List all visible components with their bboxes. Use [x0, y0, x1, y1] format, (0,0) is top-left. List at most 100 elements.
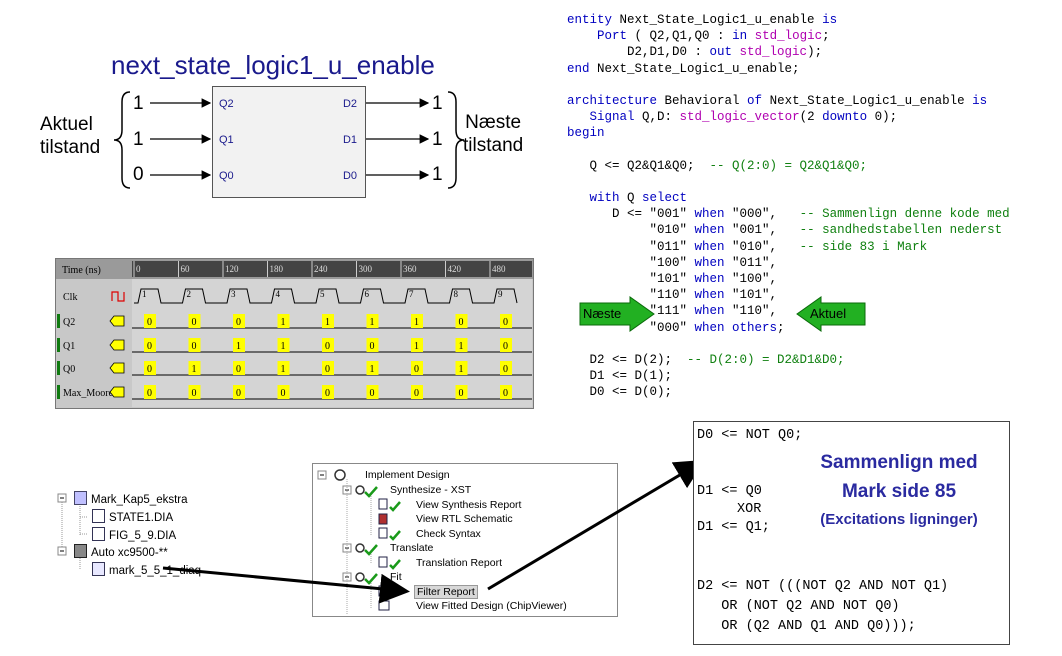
value-port-icon	[109, 315, 125, 327]
code-token: begin	[567, 126, 605, 141]
code-token: is	[822, 13, 838, 27]
chip-icon	[74, 544, 87, 558]
code-token: D1 <= D(1);	[567, 369, 673, 384]
code-token: "101",	[732, 288, 778, 303]
value-text: 0	[147, 317, 152, 328]
signal-label: Q2	[63, 317, 75, 328]
clock-cycle-number: 9	[498, 289, 503, 299]
value-cell	[322, 361, 334, 375]
current-arrow-label: Aktuel	[810, 306, 847, 321]
value-text: 1	[281, 364, 286, 375]
code-token: "000",	[732, 207, 800, 222]
value-text: 0	[236, 388, 241, 399]
code-token: in	[732, 29, 755, 44]
value-text: 1	[281, 317, 286, 328]
value-cell	[188, 361, 201, 375]
clock-waveform	[134, 288, 518, 304]
value-text: 0	[370, 341, 375, 352]
tree-item-project[interactable]: Mark_Kap5_ekstra	[74, 491, 188, 506]
right-brace-icon	[447, 91, 465, 189]
code-line: D1 <= D(1);	[567, 368, 1057, 384]
process-view-synthesis-report[interactable]: View Synthesis Report	[416, 499, 522, 511]
time-label: Time (ns)	[62, 265, 101, 276]
input-bit-q2: 1	[133, 93, 144, 114]
code-line: "011" when "010", -- side 83 i Mark	[567, 239, 1057, 255]
process-view-fitted-design[interactable]: View Fitted Design (ChipViewer)	[416, 600, 567, 612]
port-d2: D2	[342, 98, 357, 110]
value-text: 0	[459, 317, 464, 328]
code-line: architecture Behavioral of Next_State_Lo…	[567, 93, 1057, 109]
value-text: 0	[236, 364, 241, 375]
input-bit-q0: 0	[133, 164, 144, 185]
value-cell	[233, 385, 245, 399]
value-cell	[277, 385, 290, 399]
process-translation-report[interactable]: Translation Report	[416, 557, 502, 569]
value-text: 0	[281, 388, 286, 399]
code-line: "100" when "011",	[567, 255, 1057, 271]
clock-cycle-number: 7	[409, 289, 414, 299]
value-text: 1	[325, 317, 330, 328]
equations-box: D0 <= NOT Q0; D1 <= Q0 XOR D1 <= Q1; D2 …	[693, 421, 1010, 645]
signal-marker	[57, 314, 60, 328]
value-cell	[277, 361, 290, 375]
value-text: 0	[503, 388, 508, 399]
tree-item-state1[interactable]: STATE1.DIA	[92, 509, 173, 524]
next-arrow-label: Næste	[583, 306, 622, 321]
port-q0: Q0	[219, 170, 234, 182]
value-text: 1	[236, 341, 241, 352]
clock-cycle-number: 6	[365, 289, 370, 299]
code-token: -- Q(2:0) = Q2&Q1&Q0;	[709, 158, 868, 173]
value-port-icon	[109, 386, 125, 398]
time-tick-label: 240	[314, 264, 328, 274]
code-token: when	[694, 288, 733, 303]
process-check-syntax[interactable]: Check Syntax	[416, 528, 481, 540]
process-implement[interactable]: Implement Design	[365, 469, 450, 481]
code-token: of	[747, 93, 770, 108]
code-line: D2 <= D(2); -- D(2:0) = D2&D1&D0;	[567, 352, 1057, 368]
value-cell	[366, 314, 379, 328]
time-tick-label: 180	[270, 264, 284, 274]
note-line1: Sammenlign med	[820, 452, 978, 473]
note-line2: Mark side 85	[841, 481, 957, 502]
code-token: -- D(2:0) = D2&D1&D0;	[687, 352, 845, 367]
tree-item-fig[interactable]: FIG_5_9.DIA	[92, 527, 176, 542]
value-cell	[233, 314, 245, 328]
tree-fig-label: FIG_5_9.DIA	[109, 530, 177, 542]
value-cell	[277, 338, 290, 352]
value-text: 0	[370, 388, 375, 399]
value-text: 0	[147, 364, 152, 375]
code-token: Behavioral	[664, 93, 748, 108]
signal-marker	[57, 361, 60, 375]
signal-marker	[57, 385, 60, 399]
value-cell	[500, 385, 512, 399]
time-tick-label: 480	[492, 264, 506, 274]
value-port-icon	[109, 362, 125, 374]
tree-lines	[57, 493, 88, 570]
value-cell	[411, 385, 423, 399]
value-text: 1	[414, 341, 419, 352]
arrow-to-filter-report	[162, 566, 410, 604]
value-text: 0	[236, 317, 241, 328]
current-state-label-line2: tilstand	[40, 137, 101, 158]
tree-item-device[interactable]: Auto xc9500-**	[74, 544, 168, 559]
next-state-label-line1: Næste	[465, 112, 522, 133]
code-token: "101"	[567, 272, 695, 286]
code-token: (2	[799, 110, 823, 125]
value-cell	[188, 314, 201, 328]
value-text: 1	[370, 364, 375, 375]
code-token: when	[694, 207, 733, 222]
code-token: entity	[567, 13, 620, 27]
project-icon	[74, 491, 87, 505]
process-translate[interactable]: Translate	[390, 542, 434, 554]
code-token: select	[642, 191, 688, 206]
process-filter-report[interactable]: Filter Report	[414, 585, 478, 599]
code-token: "001",	[732, 223, 800, 238]
code-token: "010",	[732, 239, 800, 254]
port-d0: D0	[342, 170, 357, 182]
code-line: "000" when others;	[567, 320, 1057, 336]
process-synthesize[interactable]: Synthesize - XST	[390, 484, 472, 496]
process-view-rtl-schematic[interactable]: View RTL Schematic	[416, 513, 513, 525]
value-text: 0	[325, 388, 330, 399]
code-token: Next_State_Logic1_u_enable	[619, 13, 823, 27]
process-tree-lines	[317, 469, 401, 614]
